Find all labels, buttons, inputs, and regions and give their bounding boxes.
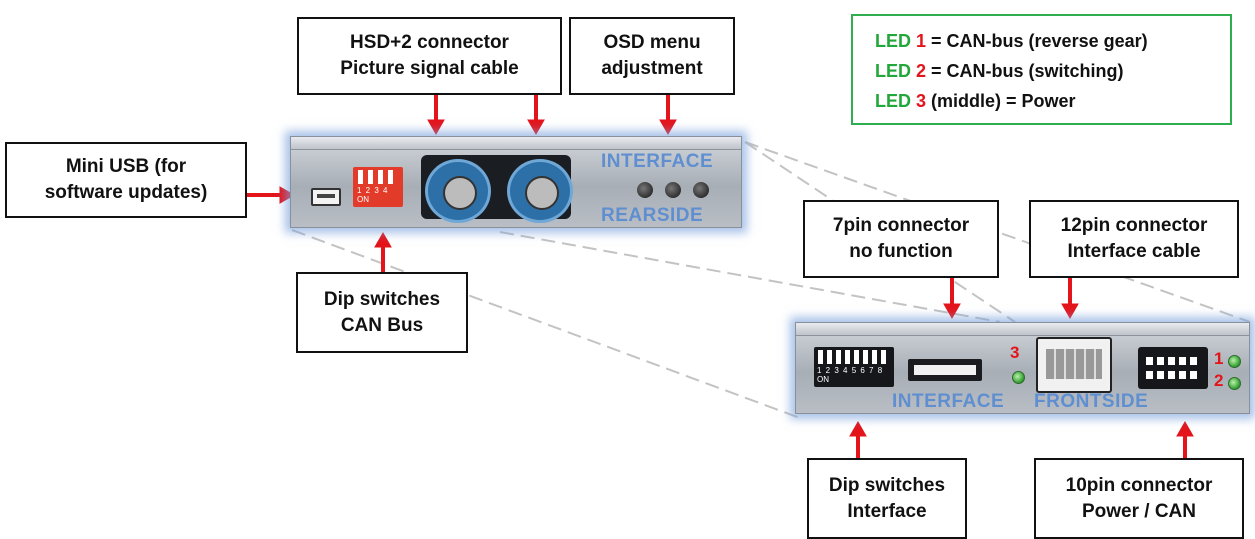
front-dip-on: ON bbox=[817, 375, 829, 384]
label-7pin-line1: 7pin connector bbox=[832, 215, 970, 236]
panel-top-edge bbox=[291, 137, 741, 150]
rear-dip-on: ON bbox=[357, 195, 369, 204]
connector-10pin bbox=[1138, 347, 1208, 389]
hsd-connector-housing bbox=[421, 155, 573, 223]
front-side-text: FRONTSIDE bbox=[1034, 391, 1149, 412]
led-1-number: 1 bbox=[1214, 349, 1224, 368]
label-mini-usb: Mini USB (for software updates) bbox=[5, 142, 247, 218]
rear-side-text: REARSIDE bbox=[601, 205, 704, 226]
label-osd-menu: OSD menu adjustment bbox=[569, 17, 735, 95]
panel-top-edge bbox=[796, 323, 1249, 336]
label-dip-can-line2: CAN Bus bbox=[340, 314, 424, 336]
projection-line-mid bbox=[499, 231, 1001, 323]
led-legend: LED 1 = CAN-bus (reverse gear) LED 2 = C… bbox=[851, 14, 1232, 125]
legend-led-number: 2 bbox=[916, 61, 927, 81]
label-12pin-line1: 12pin connector bbox=[1060, 215, 1208, 236]
label-7pin: 7pin connector no function bbox=[803, 200, 999, 278]
front-dip-switch: 1 2 3 4 5 6 7 8 ON bbox=[814, 347, 894, 387]
label-10pin: 10pin connector Power / CAN bbox=[1034, 458, 1244, 539]
label-hsd-line2: Picture signal cable bbox=[340, 58, 519, 79]
legend-led-number: 3 bbox=[916, 91, 927, 111]
led-3-number: 3 bbox=[1010, 343, 1020, 362]
connector-12pin bbox=[1036, 337, 1112, 393]
rear-dip-switch: 1 2 3 4 ON bbox=[353, 167, 403, 207]
label-mini-usb-line2: software updates) bbox=[44, 182, 208, 203]
legend-led-word: LED bbox=[875, 91, 911, 111]
label-dip-interface-line1: Dip switches bbox=[828, 474, 946, 496]
interface-rearside-panel: 1 2 3 4 ON INTERFACE REARSIDE bbox=[290, 136, 742, 228]
legend-led-word: LED bbox=[875, 31, 911, 51]
label-dip-can-line1: Dip switches bbox=[323, 288, 441, 310]
label-hsd-line1: HSD+2 connector bbox=[350, 32, 509, 53]
led-1-dot bbox=[1228, 355, 1241, 368]
legend-led-word: LED bbox=[875, 61, 911, 81]
hsd-port-right bbox=[507, 159, 573, 223]
label-7pin-line2: no function bbox=[849, 241, 953, 262]
legend-row-3: LED 3 (middle) = Power bbox=[875, 86, 1230, 116]
label-mini-usb-line1: Mini USB (for bbox=[65, 156, 187, 177]
rear-interface-text: INTERFACE bbox=[601, 151, 714, 172]
osd-button-3 bbox=[693, 182, 709, 198]
legend-row-1: LED 1 = CAN-bus (reverse gear) bbox=[875, 26, 1230, 56]
label-osd-line1: OSD menu bbox=[603, 32, 701, 53]
label-dip-can: Dip switches CAN Bus bbox=[296, 272, 468, 353]
led-2-dot bbox=[1228, 377, 1241, 390]
label-12pin-line2: Interface cable bbox=[1067, 241, 1201, 262]
connector-7pin bbox=[908, 359, 982, 381]
osd-button-1 bbox=[637, 182, 653, 198]
legend-led-number: 1 bbox=[916, 31, 927, 51]
front-dip-digits: 1 2 3 4 5 6 7 8 bbox=[817, 366, 884, 375]
label-12pin: 12pin connector Interface cable bbox=[1029, 200, 1239, 278]
legend-row-2: LED 2 = CAN-bus (switching) bbox=[875, 56, 1230, 86]
projection-line-bottom bbox=[291, 229, 801, 419]
label-10pin-line2: Power / CAN bbox=[1081, 500, 1197, 522]
front-interface-text: INTERFACE bbox=[892, 391, 1005, 412]
legend-text: = CAN-bus (reverse gear) bbox=[926, 31, 1148, 51]
rear-dip-digits: 1 2 3 4 bbox=[357, 186, 389, 195]
legend-text: = CAN-bus (switching) bbox=[926, 61, 1124, 81]
projection-line-top bbox=[744, 141, 1016, 323]
led-3-dot bbox=[1012, 371, 1025, 384]
hsd-port-left bbox=[425, 159, 491, 223]
label-dip-interface-line2: Interface bbox=[847, 500, 927, 522]
osd-button-2 bbox=[665, 182, 681, 198]
mini-usb-port bbox=[311, 188, 341, 206]
label-10pin-line1: 10pin connector bbox=[1065, 474, 1213, 496]
projection-line-right bbox=[744, 141, 1251, 323]
label-dip-interface: Dip switches Interface bbox=[807, 458, 967, 539]
interface-frontside-panel: 1 2 3 4 5 6 7 8 ON 3 1 2 INTERFACE FRONT… bbox=[795, 322, 1250, 414]
label-hsd-connector: HSD+2 connector Picture signal cable bbox=[297, 17, 562, 95]
legend-text: (middle) = Power bbox=[926, 91, 1076, 111]
led-2-number: 2 bbox=[1214, 371, 1224, 390]
label-osd-line2: adjustment bbox=[601, 58, 703, 79]
